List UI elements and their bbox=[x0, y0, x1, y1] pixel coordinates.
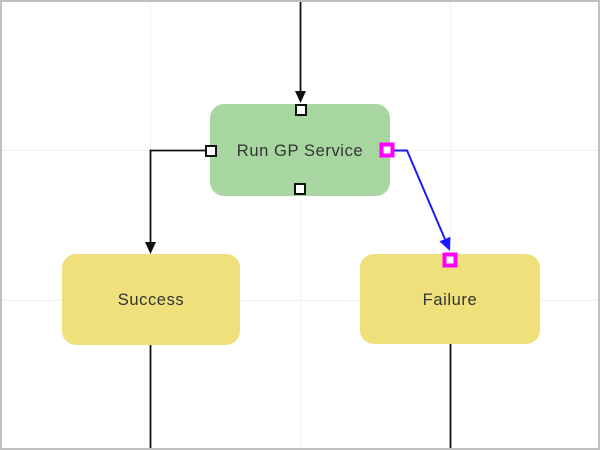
handle-run-gp-service-left[interactable] bbox=[205, 145, 217, 157]
handle-run-gp-service-right[interactable] bbox=[379, 142, 395, 158]
handle-run-gp-service-bottom[interactable] bbox=[294, 183, 306, 195]
node-failure-label: Failure bbox=[423, 291, 478, 309]
edge-to-success-arrowhead[interactable] bbox=[145, 242, 156, 254]
edge-into-run-gp-service-arrowhead[interactable] bbox=[295, 91, 306, 103]
arrowheads-black bbox=[145, 91, 306, 254]
node-success-label: Success bbox=[118, 291, 185, 309]
node-run-gp-service-label: Run GP Service bbox=[237, 142, 363, 160]
node-failure[interactable]: Failure bbox=[360, 254, 540, 344]
handle-failure-top[interactable] bbox=[442, 252, 458, 268]
handles-selected bbox=[379, 142, 458, 268]
node-success-shape[interactable] bbox=[62, 254, 240, 345]
node-run-gp-service[interactable]: Run GP Service bbox=[210, 104, 390, 196]
handle-run-gp-service-top[interactable] bbox=[295, 104, 307, 116]
node-failure-shape[interactable] bbox=[360, 254, 540, 344]
edge-run-gp-service-to-success[interactable] bbox=[149, 149, 217, 243]
connector-selected bbox=[394, 149, 446, 240]
node-run-gp-service-shape[interactable] bbox=[210, 104, 390, 196]
connectors-black bbox=[149, 2, 452, 448]
edge-run-gp-service-to-failure[interactable] bbox=[394, 149, 446, 240]
node-success[interactable]: Success bbox=[62, 254, 240, 345]
edge-to-failure-arrowhead[interactable] bbox=[439, 236, 451, 251]
arrowhead-selected bbox=[439, 236, 451, 251]
handles-default bbox=[205, 104, 307, 195]
